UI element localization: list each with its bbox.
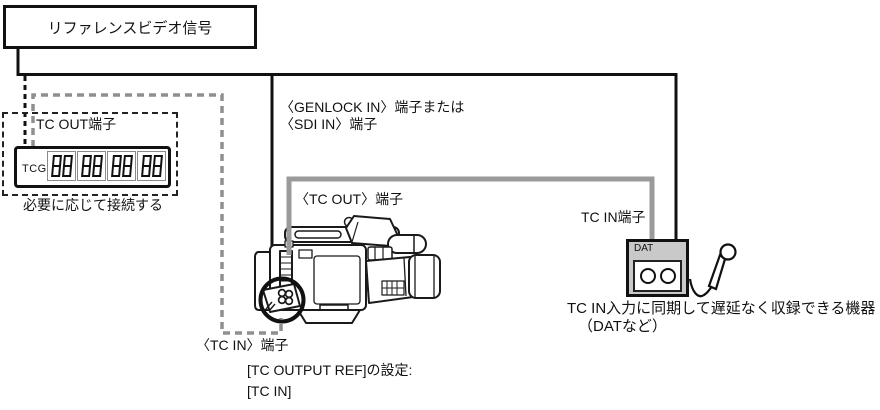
dat-recorder: DAT <box>626 239 689 297</box>
dat-caption-line2: （DATなど） <box>578 318 667 335</box>
reference-video-line <box>16 49 678 241</box>
dat-device-label: DAT <box>634 243 654 254</box>
tc-output-ref-setting: [TC OUTPUT REF]の設定: [TC IN] <box>247 360 412 402</box>
tc-out-cable <box>286 176 655 255</box>
seven-segment-digit <box>151 155 163 177</box>
timecode-digit-group <box>47 151 76 181</box>
camcorder-icon <box>254 215 441 324</box>
camera-tc-out-terminal-label: 〈TC OUT〉端子 <box>295 191 404 207</box>
cassette-reel <box>659 268 676 284</box>
seven-segment-digit <box>50 155 62 177</box>
timecode-digit-group <box>107 151 136 181</box>
connector-highlight-circle <box>258 276 306 324</box>
tcg-note-label: 必要に応じて接続する <box>23 197 163 213</box>
reference-signal-box: リファレンスビデオ信号 <box>3 5 257 49</box>
timecode-digit-group <box>137 151 166 181</box>
tc-output-ref-setting-line1: [TC OUTPUT REF]の設定: <box>247 362 413 378</box>
dat-tc-in-terminal-label: TC IN端子 <box>581 209 646 225</box>
cassette-reel <box>639 268 656 284</box>
tcg-optional-group-box <box>2 112 178 196</box>
tcg-to-camera-dashed-cable <box>31 93 283 335</box>
seven-segment-digit <box>91 155 103 177</box>
cassette-window <box>633 260 682 292</box>
seven-segment-digit <box>61 155 73 177</box>
microphone-cable <box>688 278 713 298</box>
seven-segment-digit <box>140 155 152 177</box>
seven-segment-digit <box>110 155 122 177</box>
tc-output-ref-setting-line2: [TC IN] <box>247 383 292 399</box>
tcg-device-label: TCG <box>22 163 47 175</box>
camera-tc-in-terminal-label: 〈TC IN〉端子 <box>196 337 289 353</box>
genlock-terminal-label-line1: 〈GENLOCK IN〉端子または <box>280 99 465 115</box>
seven-segment-digit <box>121 155 133 177</box>
microphone-icon <box>688 243 737 298</box>
genlock-terminal-label-line2: 〈SDI IN〉端子 <box>280 116 378 132</box>
reference-signal-label: リファレンスビデオ信号 <box>47 19 213 37</box>
timecode-digit-group <box>77 151 106 181</box>
timecode-generator: TCG 88 88 88 88 <box>14 146 171 188</box>
genlock-terminal-label: 〈GENLOCK IN〉端子または 〈SDI IN〉端子 <box>280 99 464 133</box>
dat-caption-line1: TC IN入力に同期して遅延なく収録できる機器 <box>567 300 876 317</box>
tcg-tc-out-terminal-label: TC OUT端子 <box>36 116 117 132</box>
seven-segment-digit <box>80 155 92 177</box>
timecode-display: 88 88 88 88 <box>47 151 166 181</box>
